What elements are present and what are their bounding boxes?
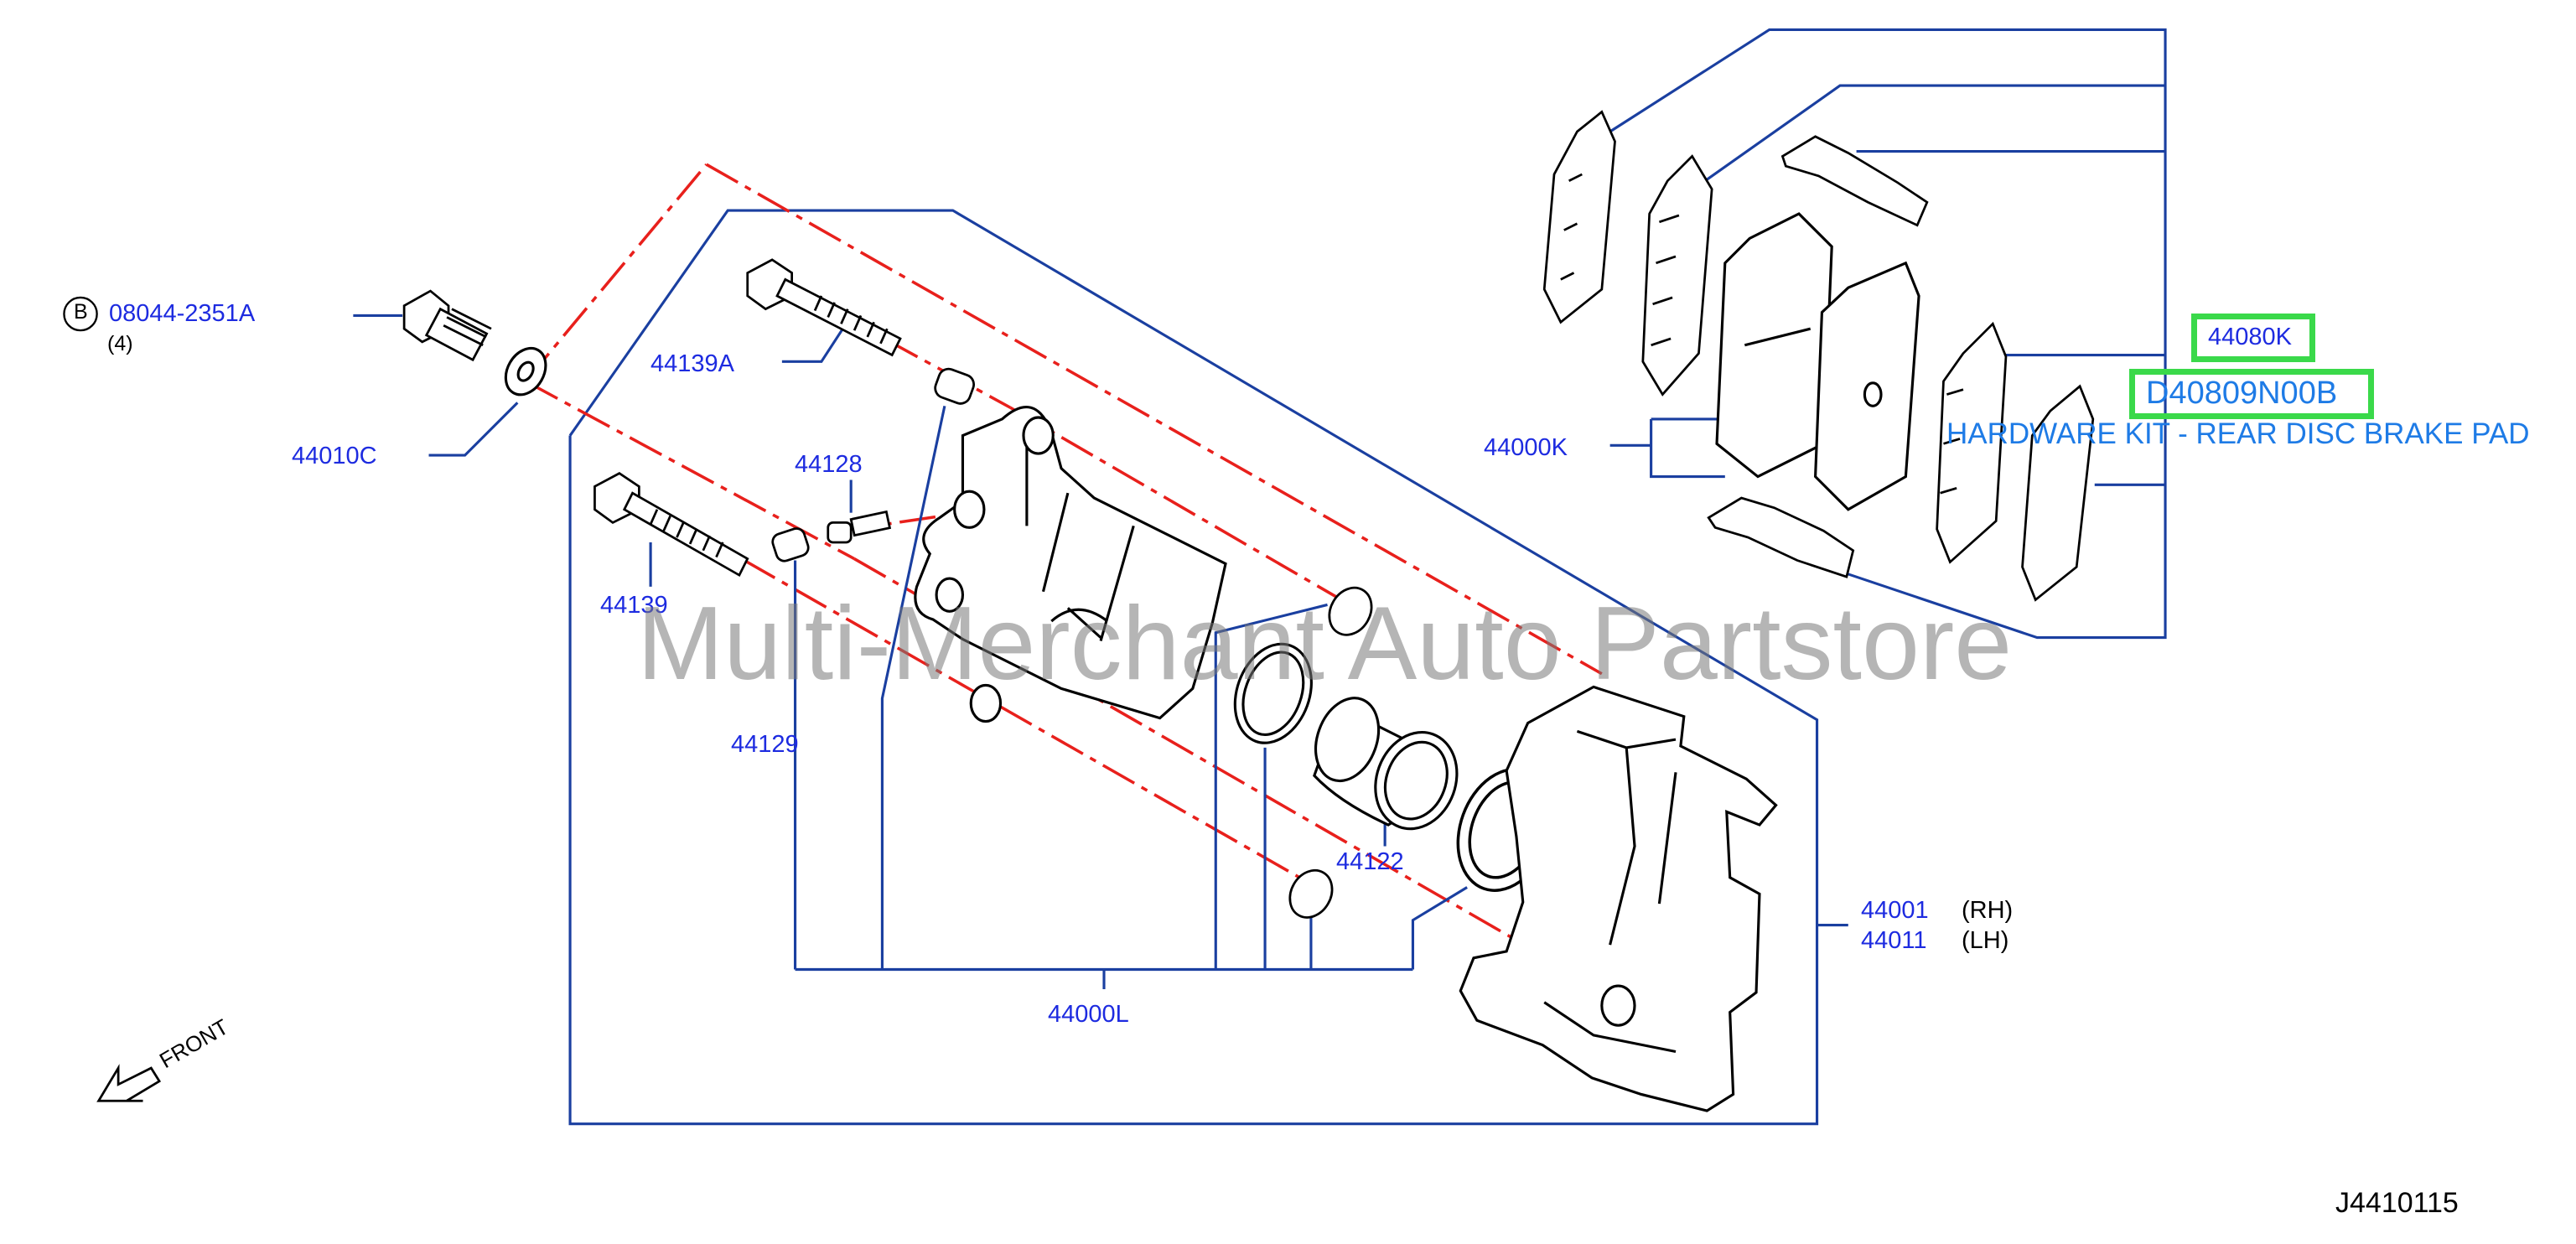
sleeve-icon	[934, 367, 976, 405]
part-label-44139a[interactable]: 44139A	[650, 350, 734, 377]
callout-description: HARDWARE KIT - REAR DISC BRAKE PAD	[1946, 417, 2530, 450]
part-label-44129[interactable]: 44129	[731, 731, 799, 758]
pin-boot-44129-icon	[771, 527, 810, 562]
part-leaders	[353, 314, 853, 587]
callout-highlight	[2129, 369, 2374, 419]
pad-shim-icon	[1936, 321, 2008, 564]
piston-44122-icon	[1313, 697, 1459, 831]
reference-b-marker-label: B	[74, 300, 88, 324]
washer-44010c-icon	[504, 346, 547, 397]
brake-pad-icon	[1814, 261, 1920, 511]
guide-pin-44139a-icon	[746, 258, 902, 357]
part-label-44122[interactable]: 44122	[1336, 848, 1404, 875]
inner-shim-icon	[1641, 154, 1713, 397]
bolt-quantity-label: (4)	[107, 332, 133, 355]
caliper-rh-side-label: (RH)	[1962, 897, 2014, 924]
piston-seal-icon	[1233, 642, 1313, 744]
part-label-44010c[interactable]: 44010C	[292, 443, 377, 469]
part-label-44128[interactable]: 44128	[795, 451, 863, 478]
part-label-44139[interactable]: 44139	[600, 592, 668, 619]
caliper-assembly-bracket	[568, 209, 1819, 1126]
pad-shim-icon	[2021, 384, 2095, 602]
outer-shim-icon	[1542, 110, 1616, 324]
part-label-08044-2351a[interactable]: 08044-2351A	[109, 300, 256, 327]
bolt-08044-icon	[402, 289, 492, 362]
brake-pad-icon	[1715, 212, 1833, 479]
watermark: Multi-Merchant Auto Partstore	[637, 586, 2013, 702]
part-label-44011[interactable]: 44011	[1861, 927, 1927, 954]
pad-clip-icon	[1780, 135, 1929, 227]
seal-kit-leaders	[793, 405, 1848, 990]
caliper-lh-side-label: (LH)	[1962, 927, 2009, 954]
guide-boot-icon	[1288, 586, 1373, 919]
reference-b-marker-icon	[63, 296, 98, 332]
part-label-44000k[interactable]: 44000K	[1484, 434, 1568, 461]
part-label-44080k[interactable]: 44080K	[2208, 324, 2292, 350]
part-label-44000l[interactable]: 44000L	[1048, 1001, 1129, 1028]
guide-pin-44139-icon	[593, 472, 749, 578]
bleeder-44128-icon	[827, 510, 892, 544]
pad-kit-bracket	[1609, 28, 2167, 640]
caliper-support-bracket-icon	[1459, 685, 1778, 1112]
pad-clip-icon	[1707, 496, 1855, 578]
callout-part-number[interactable]: D40809N00B	[2146, 376, 2338, 411]
hardware-kit-highlight	[2191, 314, 2315, 362]
caliper-body-icon	[914, 405, 1227, 723]
part-label-44001[interactable]: 44001	[1861, 897, 1929, 924]
diagram-code: J4410115	[2335, 1187, 2459, 1219]
front-arrow-icon	[96, 1064, 162, 1102]
